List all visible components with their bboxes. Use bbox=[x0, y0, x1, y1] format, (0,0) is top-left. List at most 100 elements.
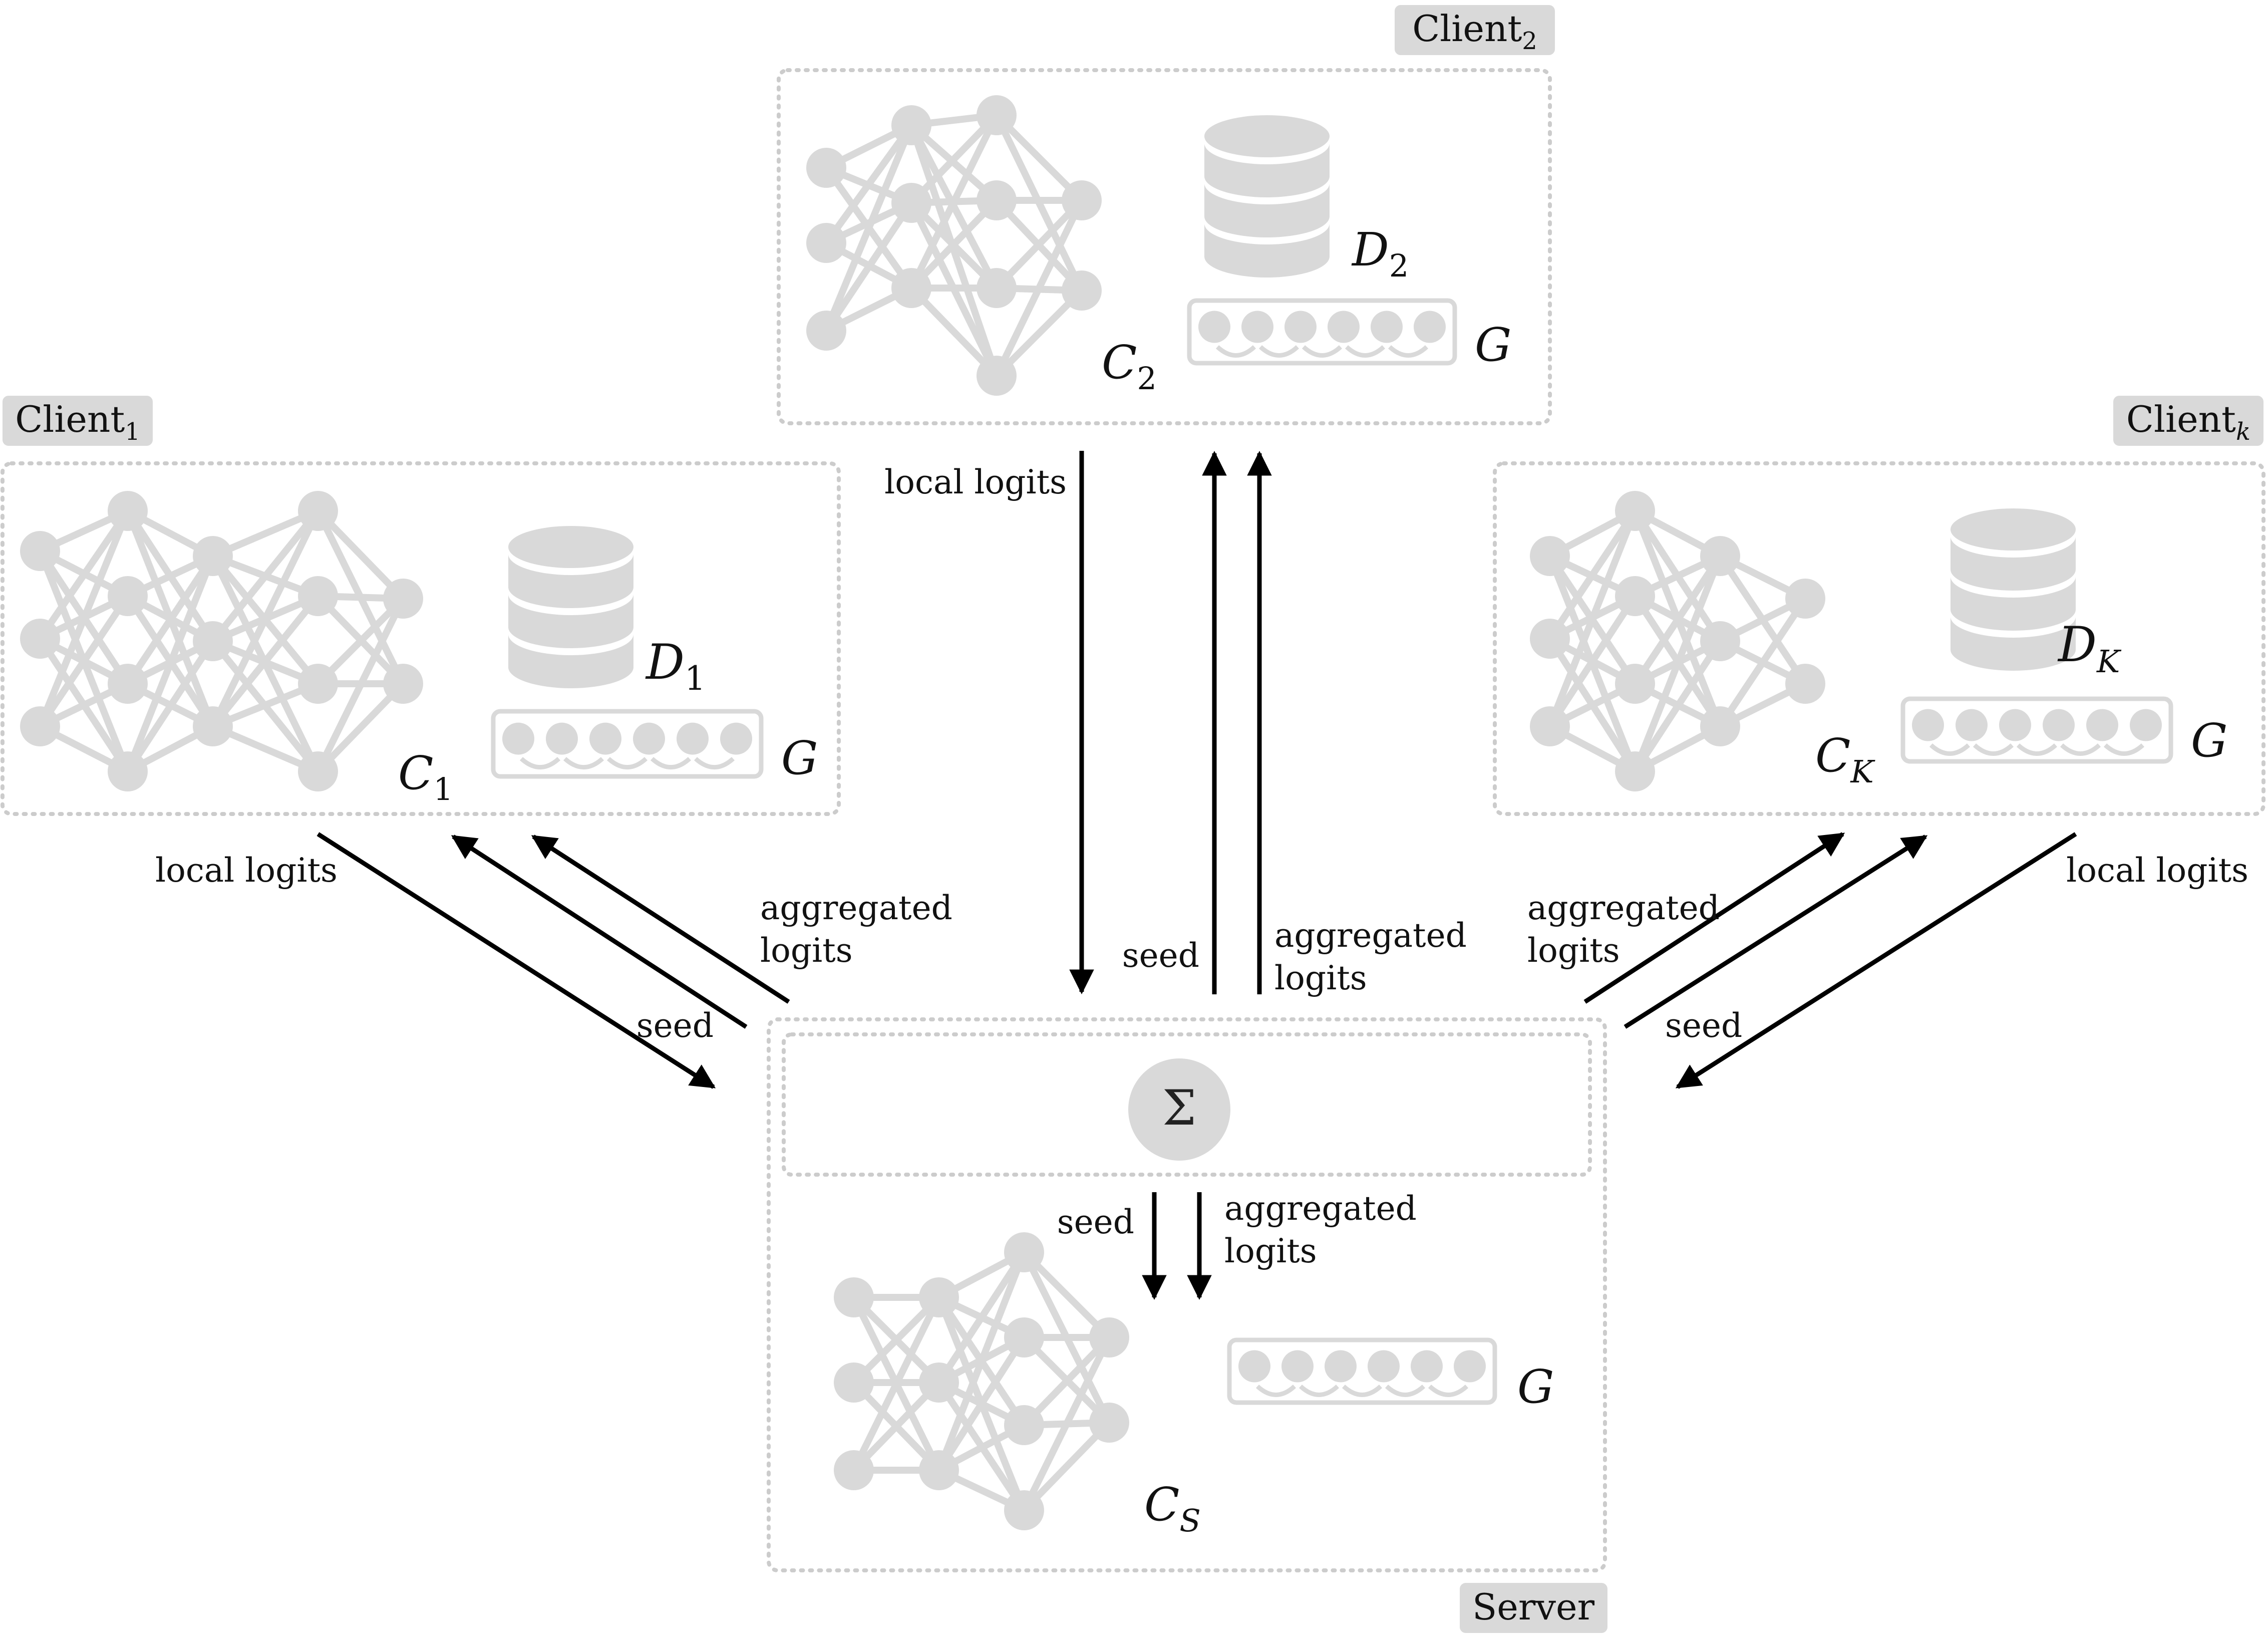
nn-edge bbox=[125, 554, 216, 686]
generator-unit bbox=[1368, 1350, 1400, 1383]
db-segment bbox=[508, 594, 633, 648]
generator-unit bbox=[2130, 709, 2162, 741]
neural-network-icon bbox=[834, 1232, 1129, 1530]
generator-link bbox=[1299, 1385, 1340, 1397]
db-segment bbox=[1951, 536, 2076, 591]
client-2-generator-label: G bbox=[1475, 318, 1512, 372]
nn-node bbox=[977, 268, 1017, 308]
nn-edge bbox=[823, 201, 914, 333]
generator-unit bbox=[2086, 709, 2118, 741]
generator-unit bbox=[589, 722, 621, 755]
database-icon bbox=[1951, 508, 2076, 671]
generator-link bbox=[563, 757, 604, 770]
label-client2-aggregated-1: aggregated bbox=[1274, 916, 1467, 955]
generator-unit bbox=[1198, 311, 1230, 343]
nn-edge bbox=[37, 509, 131, 728]
nn-edge bbox=[993, 198, 1085, 378]
client-2-model-label: C2 bbox=[1102, 336, 1157, 397]
nn-edge bbox=[1021, 1335, 1113, 1512]
nn-node bbox=[806, 311, 846, 351]
nn-node bbox=[383, 579, 423, 619]
sum-icon: Σ bbox=[1128, 1058, 1230, 1161]
client-2-box bbox=[777, 68, 1552, 425]
db-cap bbox=[1204, 115, 1330, 157]
nn-node bbox=[1785, 579, 1825, 619]
label-client1-aggregated-2: logits bbox=[760, 931, 853, 970]
nn-edge bbox=[314, 597, 407, 773]
nn-node bbox=[1615, 576, 1655, 616]
db-cap bbox=[1951, 508, 2076, 551]
client-k-tag: Clientk bbox=[2113, 396, 2263, 446]
label-client1-seed: seed bbox=[636, 1006, 714, 1045]
nn-node bbox=[834, 1277, 874, 1317]
nn-node bbox=[1062, 180, 1102, 220]
label-server-aggregated-2: logits bbox=[1224, 1232, 1317, 1270]
nn-node bbox=[1089, 1403, 1129, 1443]
label-server-seed: seed bbox=[1057, 1203, 1134, 1241]
nn-node bbox=[20, 531, 60, 571]
generator-unit bbox=[1371, 311, 1403, 343]
nn-edge bbox=[1717, 597, 1808, 728]
arrow-client1-seed bbox=[451, 835, 748, 1029]
generator-link bbox=[1255, 1385, 1297, 1397]
nn-edge bbox=[1547, 594, 1638, 728]
client-2-data-label: D2 bbox=[1351, 223, 1409, 284]
label-client1-local-logits: local logits bbox=[155, 851, 338, 890]
svg-text:Client2: Client2 bbox=[1412, 8, 1537, 55]
label-client2-local-logits: local logits bbox=[884, 463, 1067, 501]
client-1-data-label: D1 bbox=[645, 634, 706, 698]
generator-link bbox=[1929, 743, 1971, 756]
nn-edge bbox=[37, 594, 131, 728]
nn-edge bbox=[850, 1295, 942, 1472]
nn-node bbox=[977, 356, 1017, 396]
nn-node bbox=[108, 664, 148, 704]
nn-edge bbox=[1632, 639, 1723, 773]
nn-edge bbox=[1632, 555, 1724, 773]
nn-edge bbox=[1547, 509, 1638, 641]
generator-link bbox=[606, 757, 648, 770]
client-2-group: Client2 D2 G C2 bbox=[777, 5, 1555, 425]
nn-node bbox=[1004, 1490, 1044, 1530]
label-clientk-seed: seed bbox=[1665, 1006, 1742, 1045]
nn-edge bbox=[908, 124, 1000, 377]
generator-frame bbox=[491, 709, 764, 779]
label-clientk-aggregated-1: aggregated bbox=[1527, 889, 1720, 927]
client-1-tag: Client1 bbox=[3, 396, 153, 446]
client-2-tag-sub: 2 bbox=[1522, 27, 1537, 55]
label-client2-aggregated-2: logits bbox=[1274, 959, 1367, 997]
db-cap bbox=[508, 526, 633, 568]
nn-node bbox=[383, 664, 423, 704]
generator-link bbox=[1428, 1385, 1469, 1397]
generator-unit bbox=[1956, 709, 1988, 741]
neural-network-icon bbox=[20, 491, 423, 791]
nn-edge bbox=[908, 286, 1000, 378]
generator-link bbox=[2103, 743, 2145, 756]
nn-node bbox=[1700, 621, 1740, 661]
server-box bbox=[767, 1017, 1607, 1572]
nn-nodes bbox=[20, 491, 423, 791]
nn-edge bbox=[936, 1335, 1027, 1472]
svg-text:Client1: Client1 bbox=[15, 398, 140, 446]
neural-network-icon bbox=[806, 95, 1102, 396]
nn-node bbox=[891, 105, 931, 145]
nn-edge bbox=[908, 198, 1000, 291]
generator-link bbox=[1258, 345, 1300, 358]
client-k-generator-label: G bbox=[2191, 714, 2228, 767]
nn-edge bbox=[315, 508, 406, 601]
neural-network-icon bbox=[1530, 491, 1825, 791]
nn-node bbox=[1615, 664, 1655, 704]
generator-link bbox=[2016, 743, 2058, 756]
arrows bbox=[316, 451, 2077, 1300]
generator-icon bbox=[1900, 696, 2173, 764]
nn-edge bbox=[1021, 1335, 1112, 1428]
nn-nodes bbox=[1530, 491, 1825, 791]
nn-node bbox=[977, 180, 1017, 220]
generator-unit bbox=[1281, 1350, 1314, 1383]
label-clientk-local-logits: local logits bbox=[2066, 851, 2248, 890]
nn-edge bbox=[209, 509, 321, 728]
generator-link bbox=[1342, 1385, 1383, 1397]
arrow-client1-aggregated bbox=[531, 835, 790, 1004]
label-client1-aggregated-1: aggregated bbox=[760, 889, 952, 927]
generator-unit bbox=[633, 722, 665, 755]
